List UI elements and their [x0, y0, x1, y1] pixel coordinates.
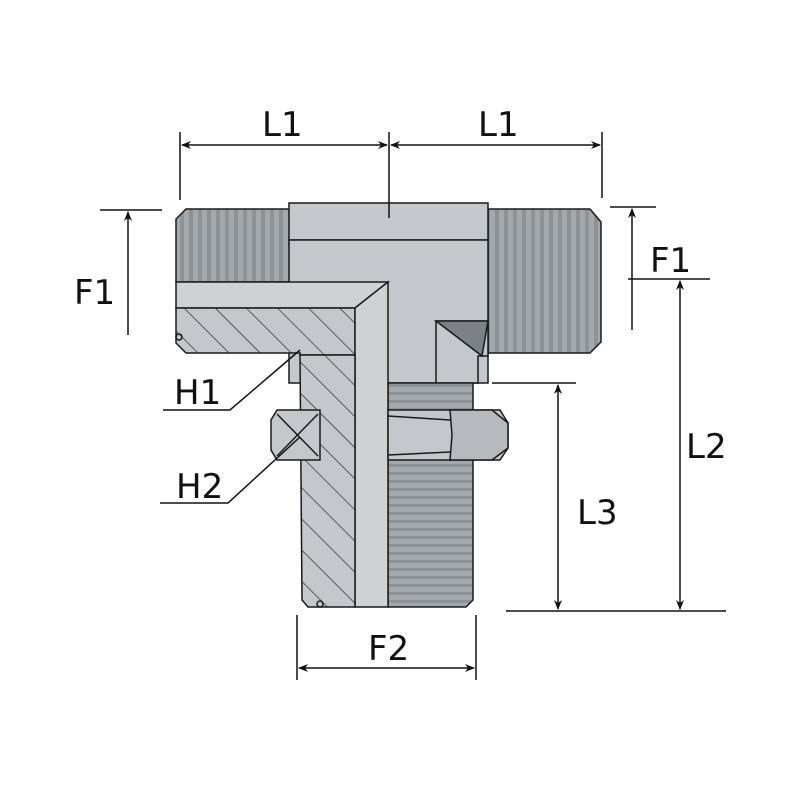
label-h1: H1 [174, 373, 221, 413]
dimension-lines [100, 132, 726, 680]
label-l1-left: L1 [262, 105, 303, 145]
left-thread [175, 208, 291, 283]
vertical-bore [354, 280, 389, 608]
label-f1-right: F1 [650, 241, 691, 281]
fitting-body [175, 202, 602, 608]
label-h2: H2 [176, 467, 223, 507]
left-section-hatch [175, 307, 356, 356]
label-l2: L2 [686, 427, 727, 467]
hex-section [270, 409, 321, 461]
label-f1-left: F1 [74, 273, 115, 313]
label-l3: L3 [577, 493, 618, 533]
horizontal-bore [175, 281, 391, 309]
vertical-section-hatch [299, 354, 356, 608]
label-f2: F2 [368, 629, 409, 669]
right-thread [487, 208, 602, 354]
label-l1-right: L1 [478, 105, 519, 145]
